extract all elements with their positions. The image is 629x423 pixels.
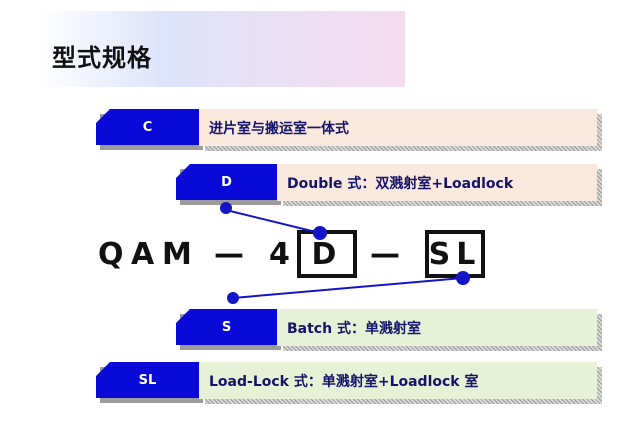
tag-d: D bbox=[176, 164, 277, 200]
code-box-d: D bbox=[297, 230, 357, 278]
code-box-sl: SL bbox=[425, 230, 485, 278]
page-title: 型式规格 bbox=[52, 44, 152, 72]
code-char-a: A bbox=[131, 237, 155, 272]
code-char-4: 4 bbox=[269, 237, 290, 272]
tag-c: C bbox=[96, 109, 199, 145]
desc-c: 进片室与搬运室一体式 bbox=[199, 109, 597, 146]
desc-s: Batch 式：单溅射室 bbox=[277, 309, 597, 346]
tag-sl: SL bbox=[96, 362, 199, 398]
tag-s: S bbox=[176, 309, 277, 345]
connector-sl-line bbox=[232, 277, 464, 299]
code-dash-1: — bbox=[214, 237, 244, 272]
model-code: Q A M — 4 — bbox=[0, 233, 629, 277]
code-char-q: Q bbox=[98, 237, 124, 272]
connector-sl-end-dot bbox=[227, 292, 239, 304]
code-dash-2: — bbox=[370, 237, 400, 272]
desc-d: Double 式：双溅射室+Loadlock bbox=[277, 164, 597, 201]
title-banner bbox=[37, 11, 405, 87]
desc-sl: Load-Lock 式：单溅射室+Loadlock 室 bbox=[199, 362, 597, 399]
code-char-m: M bbox=[162, 237, 192, 272]
